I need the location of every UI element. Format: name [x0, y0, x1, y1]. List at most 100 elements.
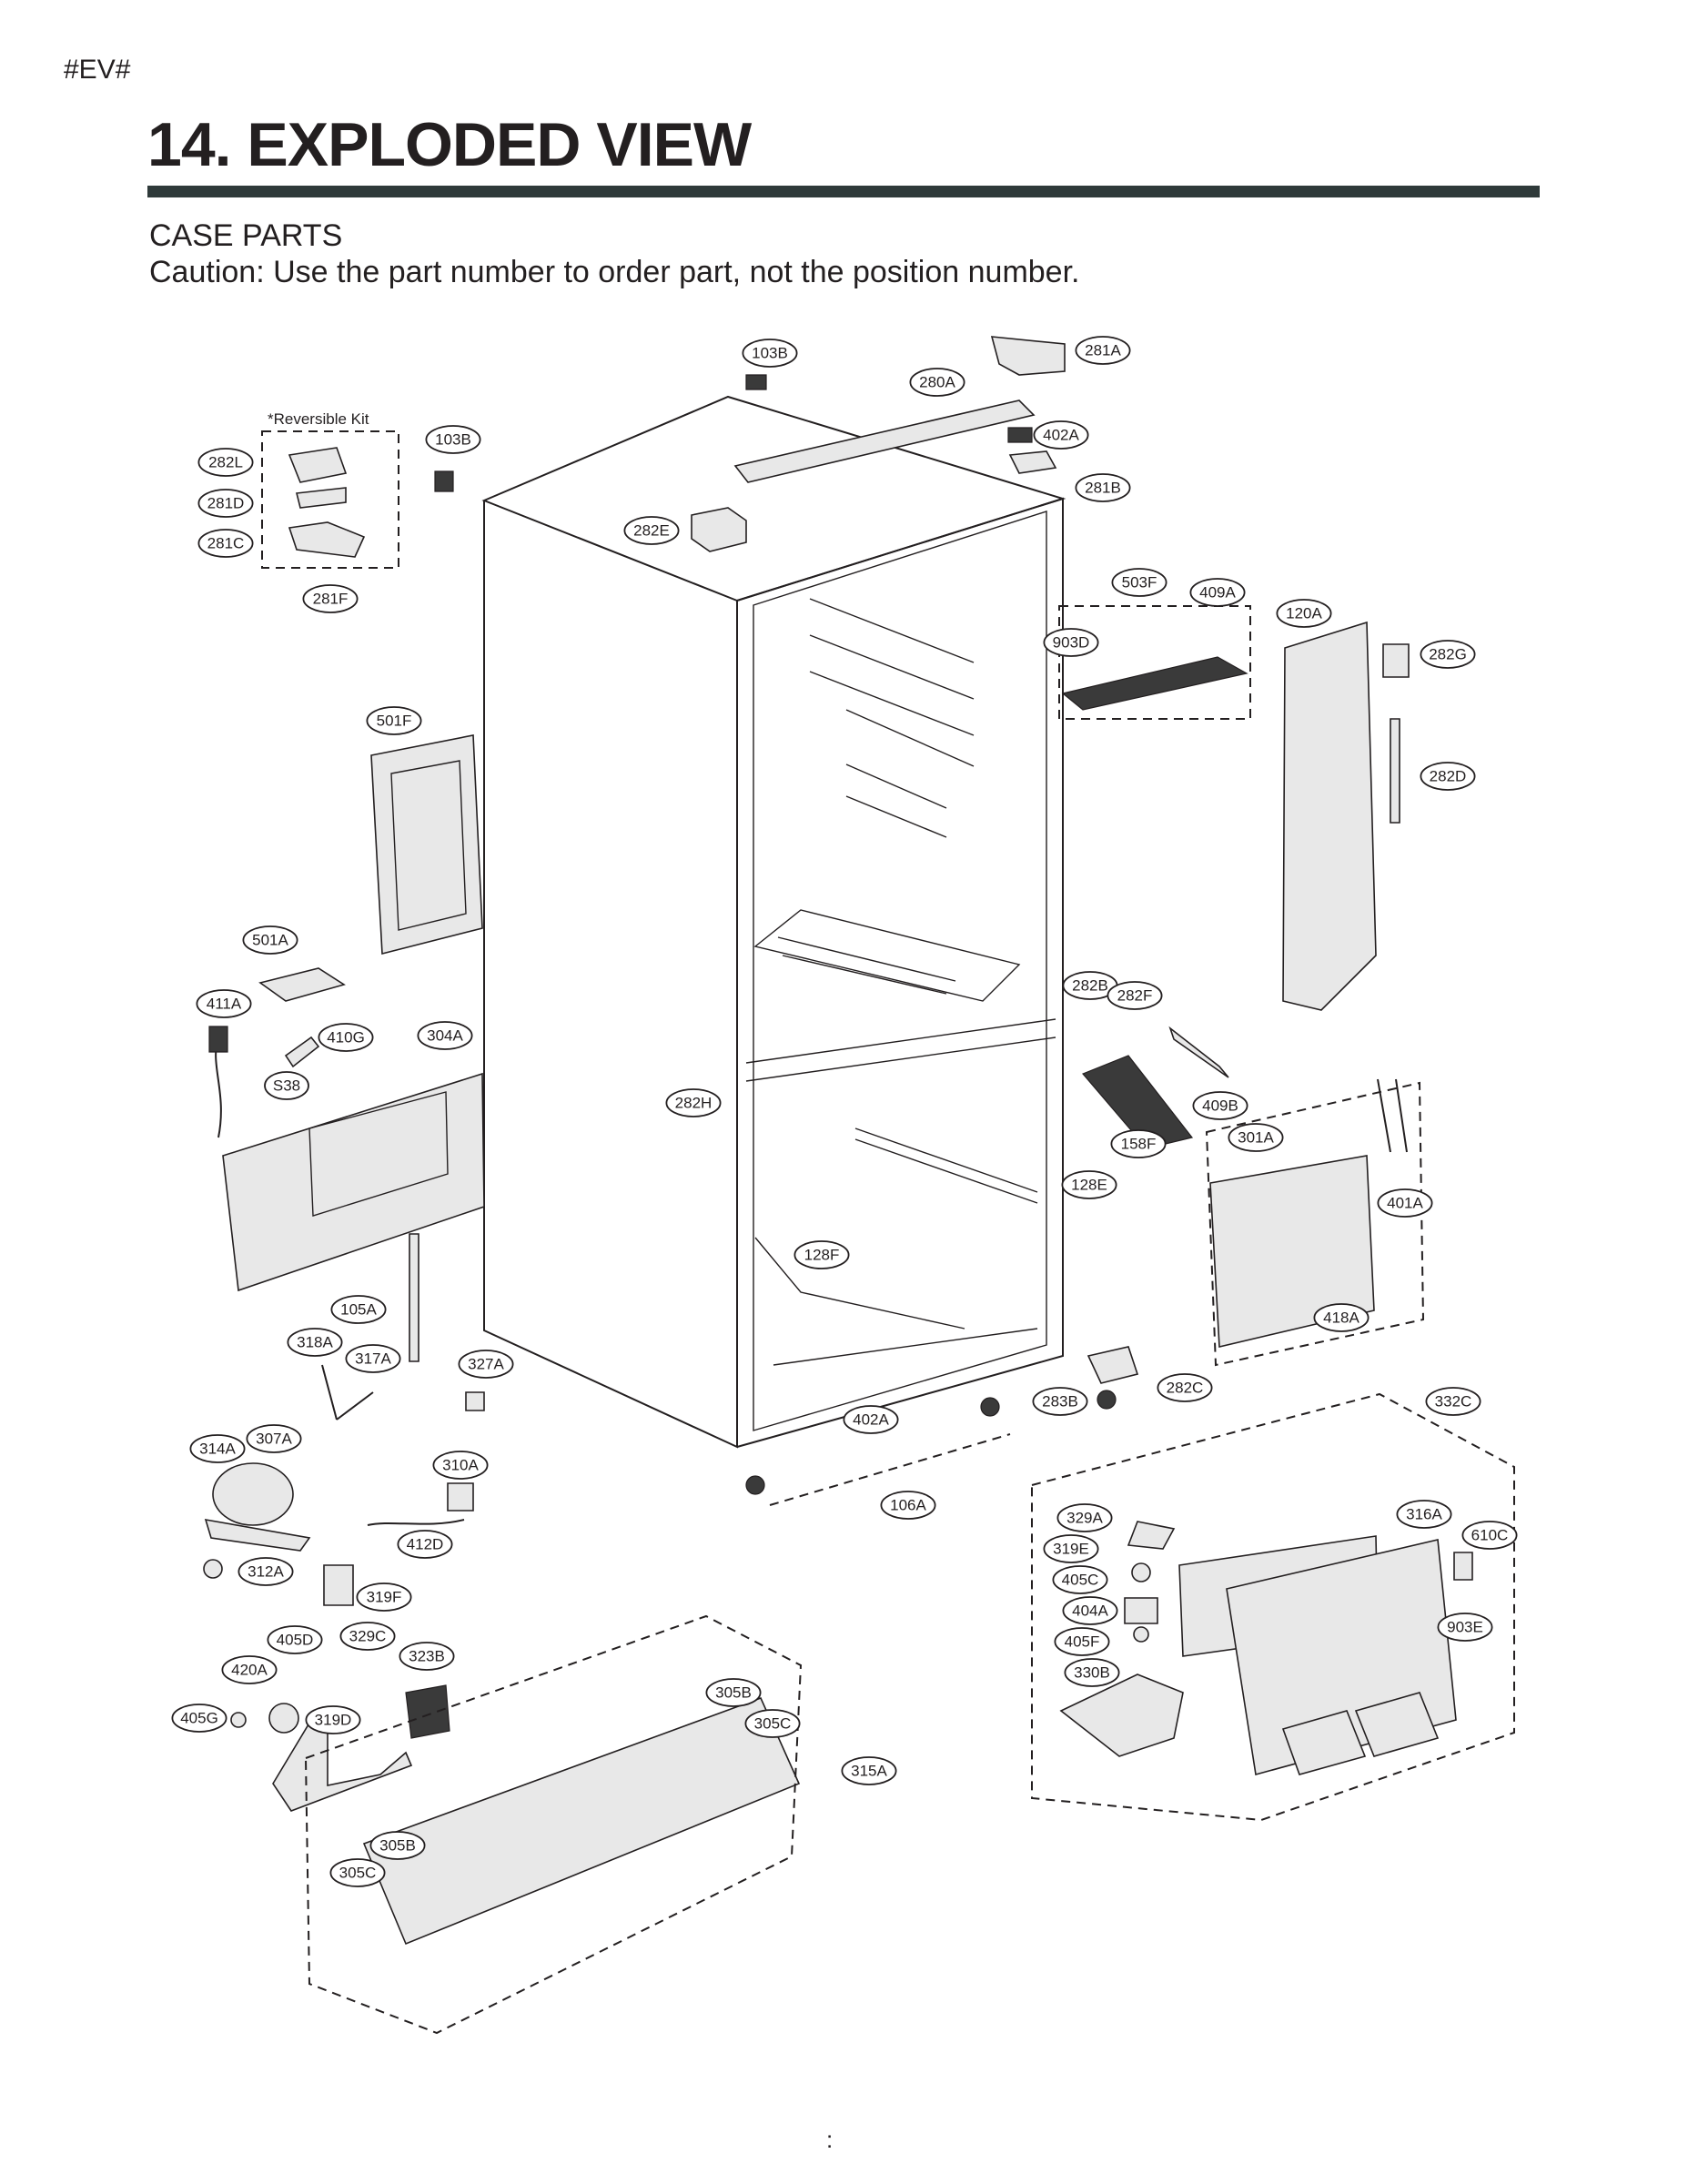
- base-plate-315a: [362, 1696, 801, 1946]
- callout-text: 329C: [349, 1628, 387, 1645]
- callout-text: 281B: [1085, 480, 1121, 497]
- callout-text: 409B: [1202, 1097, 1238, 1115]
- callout-418a: 418A: [1313, 1303, 1370, 1332]
- callout-text: 305C: [339, 1865, 377, 1882]
- vent-right: [1354, 1692, 1440, 1757]
- callout-281f: 281F: [302, 584, 359, 613]
- callout-text: 282E: [633, 522, 670, 540]
- callout-282d: 282D: [1420, 762, 1476, 791]
- cabinet-body: [481, 395, 1066, 1449]
- callout-409a: 409A: [1189, 578, 1246, 607]
- callout-text: 418A: [1323, 1309, 1359, 1327]
- callout-text: 315A: [851, 1763, 887, 1780]
- callout-410g: 410G: [318, 1023, 374, 1052]
- callout-332c: 332C: [1425, 1387, 1481, 1416]
- part-drawings: [203, 336, 1515, 2035]
- callout-903e: 903E: [1437, 1613, 1493, 1642]
- top-hinge-cover: [990, 336, 1066, 376]
- panel-501f: [370, 734, 483, 956]
- callout-319f: 319F: [356, 1582, 412, 1612]
- callout-281d: 281D: [197, 489, 254, 518]
- callout-319e: 319E: [1043, 1534, 1099, 1563]
- callout-103b: 103B: [425, 425, 481, 454]
- callout-282h: 282H: [665, 1088, 722, 1117]
- callout-text: 281D: [207, 495, 245, 512]
- leveling-leg-left: [745, 1475, 765, 1495]
- callout-text: 305B: [715, 1684, 752, 1702]
- fan-329a: [1127, 1521, 1176, 1550]
- leveling-leg-right: [980, 1397, 1000, 1417]
- callout-text: 410G: [327, 1029, 365, 1046]
- callout-text: 281F: [313, 591, 349, 608]
- callout-319d: 319D: [305, 1705, 361, 1734]
- callout-text: 305C: [754, 1715, 792, 1733]
- grommet-312a: [203, 1559, 223, 1579]
- callout-text: 282D: [1430, 768, 1467, 785]
- evaporator-box: [1205, 1081, 1425, 1367]
- callout-317a: 317A: [345, 1344, 401, 1373]
- callout-283b: 283B: [1032, 1387, 1088, 1416]
- filter-mesh: [1061, 656, 1248, 711]
- callout-305c: 305C: [744, 1709, 801, 1738]
- callout-text: 409A: [1199, 584, 1236, 602]
- callout-text: 281A: [1085, 342, 1121, 359]
- callout-text: 405G: [180, 1710, 218, 1727]
- callout-text: 412D: [407, 1536, 444, 1553]
- callout-text: 310A: [442, 1457, 479, 1474]
- callout-text: 319E: [1053, 1541, 1089, 1558]
- callout-text: S38: [273, 1077, 300, 1095]
- callout-316a: 316A: [1396, 1500, 1452, 1529]
- part-319f: [323, 1564, 354, 1606]
- callout-text: 282L: [208, 454, 243, 471]
- callout-282b: 282B: [1062, 971, 1118, 1000]
- callout-305b: 305B: [705, 1678, 762, 1707]
- callout-text: 401A: [1387, 1195, 1423, 1212]
- callout-402a: 402A: [1033, 420, 1089, 450]
- callout-401a: 401A: [1377, 1188, 1433, 1218]
- callout-text: 411A: [207, 996, 242, 1013]
- callout-503f: 503F: [1111, 568, 1167, 597]
- callout-128f: 128F: [793, 1240, 850, 1269]
- callout-307a: 307A: [246, 1424, 302, 1453]
- pcb-501a: [258, 967, 346, 1002]
- callout-409b: 409B: [1192, 1091, 1248, 1120]
- callout-405f: 405F: [1054, 1627, 1110, 1656]
- callout-text: 319D: [315, 1712, 352, 1729]
- footer-mark: :: [826, 2126, 834, 2153]
- callout-text: 282C: [1167, 1380, 1204, 1397]
- callout-text: 402A: [1043, 427, 1079, 444]
- callout-text: 282F: [1117, 987, 1153, 1005]
- callout-text: 405D: [277, 1632, 314, 1649]
- callout-text: 318A: [297, 1334, 333, 1351]
- motor-404a: [1124, 1597, 1158, 1624]
- callout-158f: 158F: [1110, 1129, 1167, 1158]
- vent-left: [1281, 1710, 1367, 1775]
- part-405f: [1133, 1626, 1149, 1643]
- callout-text: 330B: [1074, 1664, 1110, 1682]
- callout-128e: 128E: [1061, 1170, 1117, 1199]
- callout-text: 405F: [1065, 1633, 1100, 1651]
- page-marker: #EV#: [64, 55, 131, 85]
- callout-314a: 314A: [189, 1434, 246, 1463]
- tube-105a: [409, 1233, 419, 1362]
- part-158f: [1082, 1055, 1194, 1149]
- left-bracket: [434, 470, 454, 492]
- callout-text: 280A: [919, 374, 955, 391]
- callout-312a: 312A: [238, 1557, 294, 1586]
- callout-text: 323B: [409, 1648, 445, 1665]
- reversible-kit-label: *Reversible Kit: [268, 410, 369, 428]
- top-bracket: [745, 374, 767, 390]
- callout-text: 120A: [1286, 605, 1322, 622]
- callout-105a: 105A: [330, 1295, 387, 1324]
- callout-304a: 304A: [417, 1021, 473, 1050]
- fan-shroud-box: [1031, 1392, 1515, 1822]
- callout-text: 105A: [340, 1301, 377, 1319]
- callout-405d: 405D: [267, 1625, 323, 1654]
- callout-310a: 310A: [432, 1451, 489, 1480]
- callout-text: 314A: [199, 1441, 236, 1458]
- callout-text: 283B: [1042, 1393, 1078, 1410]
- callout-text: 903D: [1053, 634, 1090, 652]
- callout-318a: 318A: [287, 1328, 343, 1357]
